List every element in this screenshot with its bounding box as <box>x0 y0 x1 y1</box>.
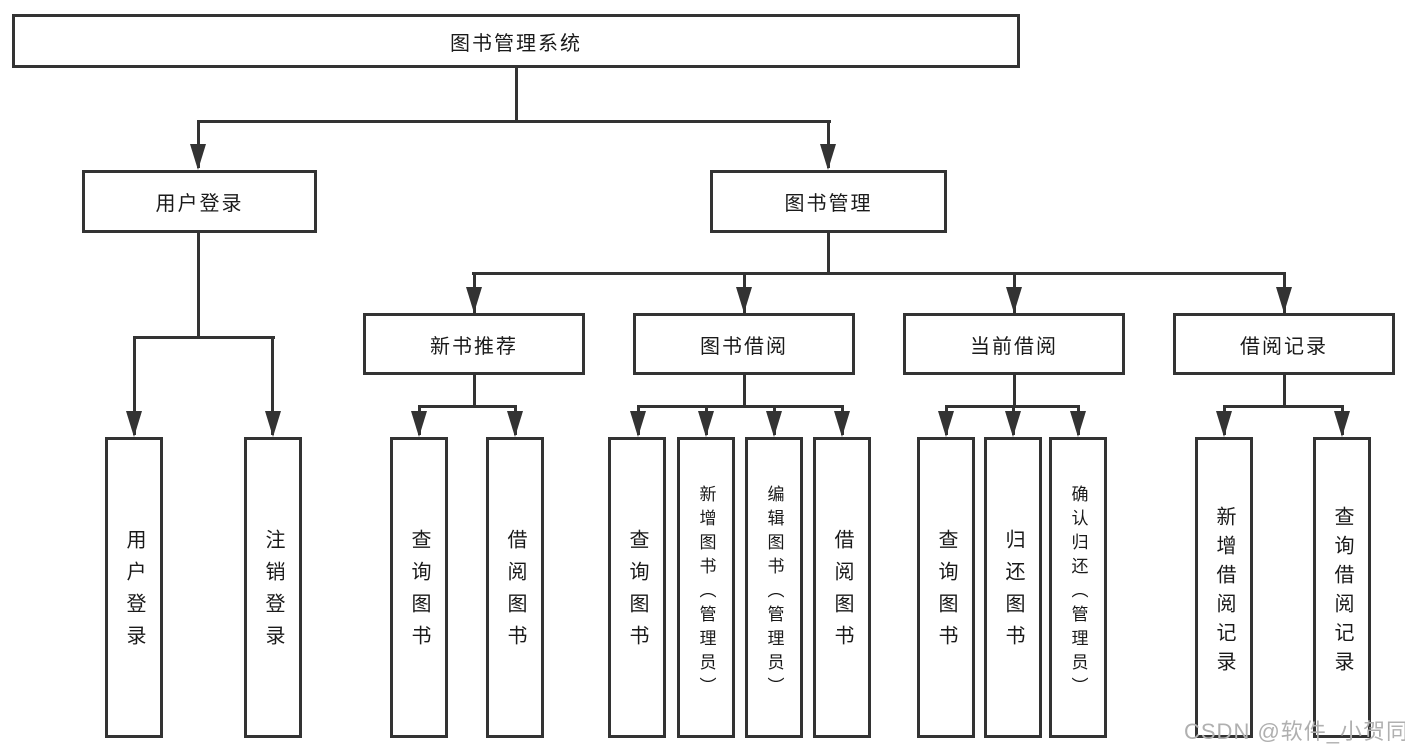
connector-line <box>418 405 517 408</box>
arrow-down-icon <box>1216 411 1232 437</box>
arrow-down-icon <box>820 144 836 170</box>
arrow-down-icon <box>1006 287 1022 313</box>
arrow-down-icon <box>265 411 281 437</box>
leaf-return-book: 归还图书 <box>984 437 1042 738</box>
node-root-label: 图书管理系统 <box>450 32 582 55</box>
leaf-query-book-borrowing-label: 查询图书 <box>626 528 648 657</box>
node-book-management: 图书管理 <box>710 170 947 233</box>
leaf-query-book-recommend: 查询图书 <box>390 437 448 738</box>
leaf-query-book-current-label: 查询图书 <box>935 528 957 657</box>
arrow-down-icon <box>1276 287 1292 313</box>
leaf-user-login-label: 用户登录 <box>123 528 145 657</box>
connector-line <box>472 272 1286 275</box>
connector-line <box>743 375 746 406</box>
arrow-down-icon <box>126 411 142 437</box>
arrow-down-icon <box>736 287 752 313</box>
leaf-logout-label: 注销登录 <box>262 528 284 657</box>
leaf-borrow-book-label: 借阅图书 <box>831 528 853 657</box>
arrow-down-icon <box>766 411 782 437</box>
connector-line <box>133 338 136 435</box>
connector-line <box>827 233 830 274</box>
node-borrowing-records-label: 借阅记录 <box>1240 335 1328 358</box>
connector-line <box>197 120 831 123</box>
leaf-query-borrow-record-label: 查询借阅记录 <box>1331 505 1353 680</box>
leaf-confirm-return-admin-label: 确认归还（管理员） <box>1068 484 1088 701</box>
connector-line <box>1013 375 1016 406</box>
leaf-borrow-book: 借阅图书 <box>813 437 871 738</box>
leaf-borrow-book-recommend-label: 借阅图书 <box>504 528 526 657</box>
arrow-down-icon <box>411 411 427 437</box>
arrow-down-icon <box>1070 411 1086 437</box>
csdn-watermark: CSDN @软件_小贺同学 <box>1184 719 1405 744</box>
connector-line <box>1283 375 1286 406</box>
connector-line <box>133 336 275 339</box>
node-book-borrowing: 图书借阅 <box>633 313 855 375</box>
node-book-borrowing-label: 图书借阅 <box>700 335 788 358</box>
node-new-book-recommend: 新书推荐 <box>363 313 585 375</box>
connector-line <box>473 375 476 406</box>
arrow-down-icon <box>190 144 206 170</box>
arrow-down-icon <box>698 411 714 437</box>
leaf-confirm-return-admin: 确认归还（管理员） <box>1049 437 1107 738</box>
arrow-down-icon <box>938 411 954 437</box>
leaf-add-borrow-record-label: 新增借阅记录 <box>1213 505 1235 680</box>
leaf-query-borrow-record: 查询借阅记录 <box>1313 437 1371 738</box>
connector-line <box>197 233 200 338</box>
connector-line <box>1223 405 1344 408</box>
leaf-query-book-borrowing: 查询图书 <box>608 437 666 738</box>
leaf-edit-book-admin-label: 编辑图书（管理员） <box>764 484 784 701</box>
leaf-logout: 注销登录 <box>244 437 302 738</box>
node-current-borrowing-label: 当前借阅 <box>970 335 1058 358</box>
leaf-add-borrow-record: 新增借阅记录 <box>1195 437 1253 738</box>
leaf-query-book-current: 查询图书 <box>917 437 975 738</box>
connector-line <box>271 338 274 435</box>
connector-line <box>515 68 518 122</box>
node-root: 图书管理系统 <box>12 14 1020 68</box>
node-new-book-recommend-label: 新书推荐 <box>430 335 518 358</box>
arrow-down-icon <box>1005 411 1021 437</box>
connector-line <box>945 405 1080 408</box>
arrow-down-icon <box>630 411 646 437</box>
leaf-borrow-book-recommend: 借阅图书 <box>486 437 544 738</box>
arrow-down-icon <box>1334 411 1350 437</box>
node-book-management-label: 图书管理 <box>784 193 873 215</box>
node-user-login: 用户登录 <box>82 170 317 233</box>
leaf-add-book-admin-label: 新增图书（管理员） <box>696 484 716 701</box>
leaf-return-book-label: 归还图书 <box>1002 528 1024 657</box>
node-user-login-label: 用户登录 <box>155 193 244 215</box>
connector-line <box>637 405 844 408</box>
node-borrowing-records: 借阅记录 <box>1173 313 1395 375</box>
leaf-query-book-recommend-label: 查询图书 <box>408 528 430 657</box>
node-current-borrowing: 当前借阅 <box>903 313 1125 375</box>
leaf-edit-book-admin: 编辑图书（管理员） <box>745 437 803 738</box>
arrow-down-icon <box>466 287 482 313</box>
leaf-user-login: 用户登录 <box>105 437 163 738</box>
arrow-down-icon <box>507 411 523 437</box>
leaf-add-book-admin: 新增图书（管理员） <box>677 437 735 738</box>
arrow-down-icon <box>834 411 850 437</box>
